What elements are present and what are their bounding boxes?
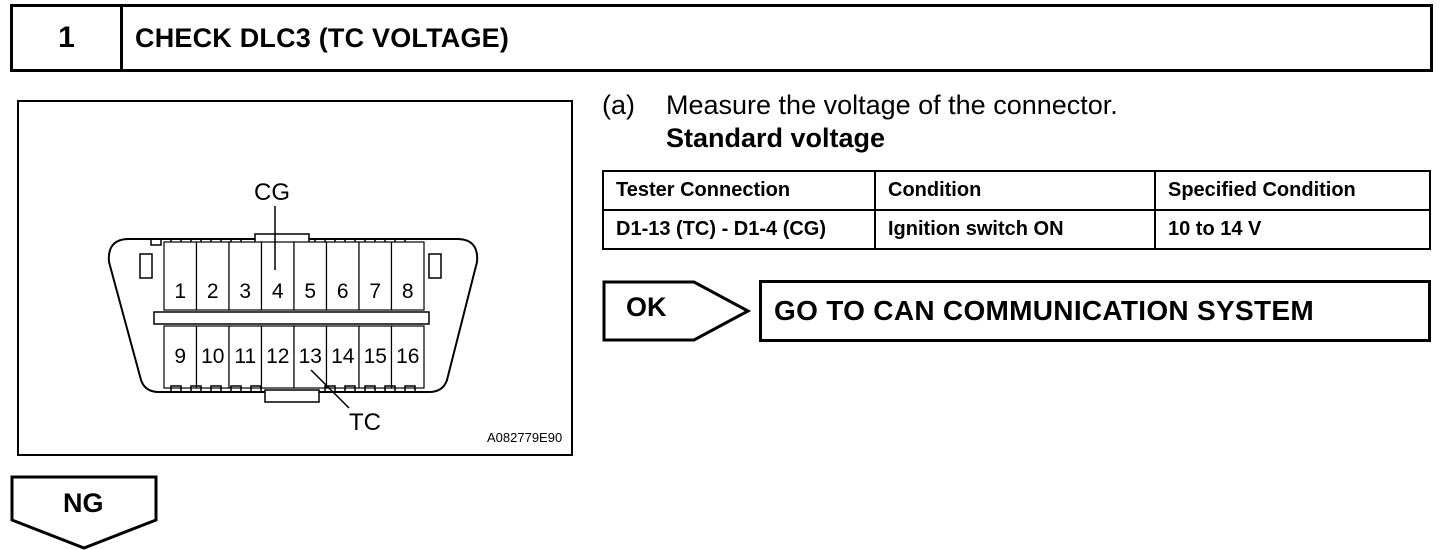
table-header-cell: Condition — [874, 170, 1156, 211]
left-latch — [139, 253, 153, 279]
ok-result-text: GO TO CAN COMMUNICATION SYSTEM — [774, 295, 1314, 326]
pin-cell — [358, 325, 393, 389]
table-header-cell: Tester Connection — [602, 170, 876, 211]
pin-number: 15 — [364, 345, 387, 368]
pin-cell — [325, 325, 360, 389]
pin-cell — [195, 325, 230, 389]
table-row: D1-13 (TC) - D1-4 (CG) Ignition switch O… — [602, 209, 1431, 250]
instruction-subheading: Standard voltage — [666, 123, 886, 153]
pin-number: 3 — [239, 280, 251, 303]
table-cell: Ignition switch ON — [874, 209, 1156, 250]
table-header-cell: Specified Condition — [1154, 170, 1431, 211]
pin-cell — [325, 241, 360, 311]
pin-number: 9 — [174, 345, 186, 368]
instruction-line: (a) Measure the voltage of the connector. — [602, 88, 1118, 122]
bottom-pin-row: 9 10 11 12 13 14 15 16 — [163, 325, 425, 389]
bottom-key — [264, 389, 320, 403]
pin-number: 14 — [331, 345, 355, 368]
right-latch — [428, 253, 442, 279]
pin-cell — [260, 241, 295, 311]
pin-number: 11 — [234, 345, 256, 368]
pin-cell — [390, 241, 425, 311]
pin-number: 16 — [396, 345, 419, 368]
pin-number: 6 — [337, 280, 349, 303]
ng-arrow-shape — [10, 475, 158, 550]
ok-label: OK — [626, 292, 667, 322]
pin-number: 10 — [201, 345, 224, 368]
table-cell: 10 to 14 V — [1154, 209, 1431, 250]
pin-cell — [228, 241, 263, 311]
ok-result-box: GO TO CAN COMMUNICATION SYSTEM — [759, 280, 1431, 342]
instruction-text: Measure the voltage of the connector. — [666, 90, 1118, 120]
pin-number: 2 — [207, 280, 219, 303]
pin-cell — [163, 241, 198, 311]
pin-number: 5 — [304, 280, 316, 303]
ok-arrow-shape — [602, 280, 752, 342]
figure-code: A082779E90 — [487, 430, 562, 445]
pin-number: 13 — [299, 345, 322, 368]
table-cell: D1-13 (TC) - D1-4 (CG) — [602, 209, 876, 250]
step-header: 1 CHECK DLC3 (TC VOLTAGE) — [10, 4, 1433, 72]
ng-label: NG — [63, 488, 104, 518]
bottom-castellation — [170, 385, 416, 392]
pin-number: 1 — [174, 280, 186, 303]
pin-cell — [293, 241, 328, 311]
cg-label: CG — [254, 179, 290, 206]
spec-table: Tester Connection Condition Specified Co… — [602, 170, 1431, 250]
pin-cell — [260, 325, 295, 389]
step-number: 1 — [13, 7, 123, 69]
instruction-marker: (a) — [602, 90, 635, 120]
tc-leader-line — [310, 369, 350, 409]
table-header-row: Tester Connection Condition Specified Co… — [602, 170, 1431, 211]
pin-number: 7 — [369, 280, 381, 303]
pin-number: 4 — [272, 280, 284, 303]
pin-cell — [390, 325, 425, 389]
step-title: CHECK DLC3 (TC VOLTAGE) — [135, 22, 510, 53]
connector-outline — [107, 238, 479, 393]
separator-bar — [153, 311, 430, 325]
pin-number: 8 — [402, 280, 414, 303]
pin-cell — [228, 325, 263, 389]
pin-number: 12 — [266, 345, 289, 368]
pin-cell — [358, 241, 393, 311]
tc-label: TC — [349, 409, 381, 436]
